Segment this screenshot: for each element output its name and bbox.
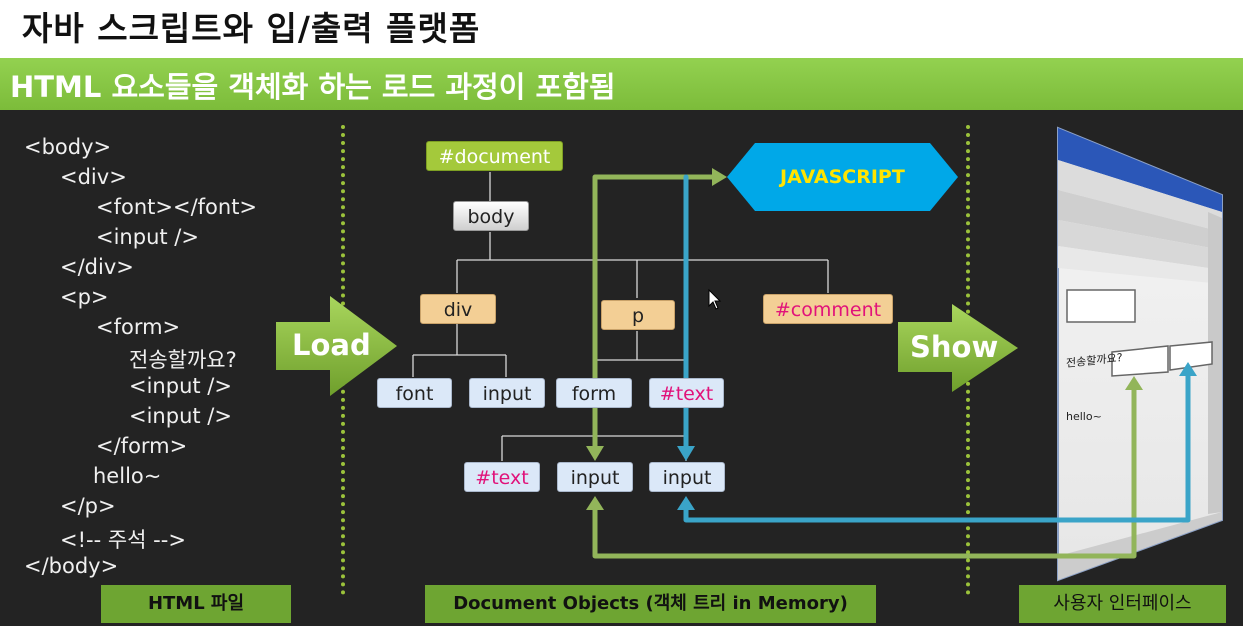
- browser-hello-text: hello~: [1066, 410, 1102, 423]
- subtitle-bar: [0, 58, 1243, 112]
- tree-node-div: div: [420, 294, 496, 324]
- show-arrow: [898, 304, 1018, 392]
- javascript-hexagon: [727, 143, 958, 211]
- code-line: <input />: [96, 225, 199, 249]
- slide-subtitle: HTML 요소들을 객체화 하는 로드 과정이 포함됨: [10, 70, 616, 104]
- tree-node-p: p: [601, 300, 675, 330]
- tree-node-input: input: [557, 462, 633, 492]
- show-label: Show: [910, 330, 999, 364]
- code-line: <input />: [129, 374, 232, 398]
- tree-node-body: body: [453, 201, 529, 231]
- tree-node-input: input: [469, 378, 545, 408]
- code-line: 전송할까요?: [129, 348, 237, 372]
- diagram-stage: [0, 110, 1243, 626]
- code-line: <body>: [24, 135, 112, 159]
- access-paths: [586, 168, 1197, 559]
- slide-title: 자바 스크립트와 입/출력 플랫폼: [22, 9, 481, 48]
- code-line: <p>: [60, 285, 109, 309]
- document-objects-label: Document Objects (객체 트리 in Memory): [425, 585, 876, 623]
- code-line: </body>: [24, 554, 119, 578]
- load-label: Load: [292, 328, 371, 362]
- html-file-label: HTML 파일: [101, 585, 291, 623]
- tree-node-input: input: [649, 462, 725, 492]
- tree-node-font: font: [377, 378, 452, 408]
- code-line: <input />: [129, 404, 232, 428]
- tree-node-document: #document: [426, 141, 563, 171]
- code-line: <div>: [60, 165, 127, 189]
- browser-window: [1057, 126, 1223, 582]
- user-interface-label: 사용자 인터페이스: [1019, 585, 1226, 623]
- code-line: <font></font>: [96, 195, 258, 219]
- tree-node-comment: #comment: [763, 294, 893, 324]
- top-bar: [0, 0, 1243, 58]
- tree-node-form: form: [556, 378, 632, 408]
- tree-node-text: #text: [464, 462, 540, 492]
- load-arrow: [276, 296, 397, 396]
- code-line: </div>: [60, 255, 134, 279]
- javascript-label: JAVASCRIPT: [780, 166, 905, 188]
- mouse-cursor-icon: [708, 288, 722, 310]
- code-line: <!-- 주석 -->: [60, 528, 186, 552]
- code-line: hello~: [93, 464, 162, 488]
- tree-node-text: #text: [649, 378, 724, 408]
- code-line: </p>: [60, 494, 116, 518]
- code-line: <form>: [96, 315, 181, 339]
- code-line: </form>: [96, 434, 188, 458]
